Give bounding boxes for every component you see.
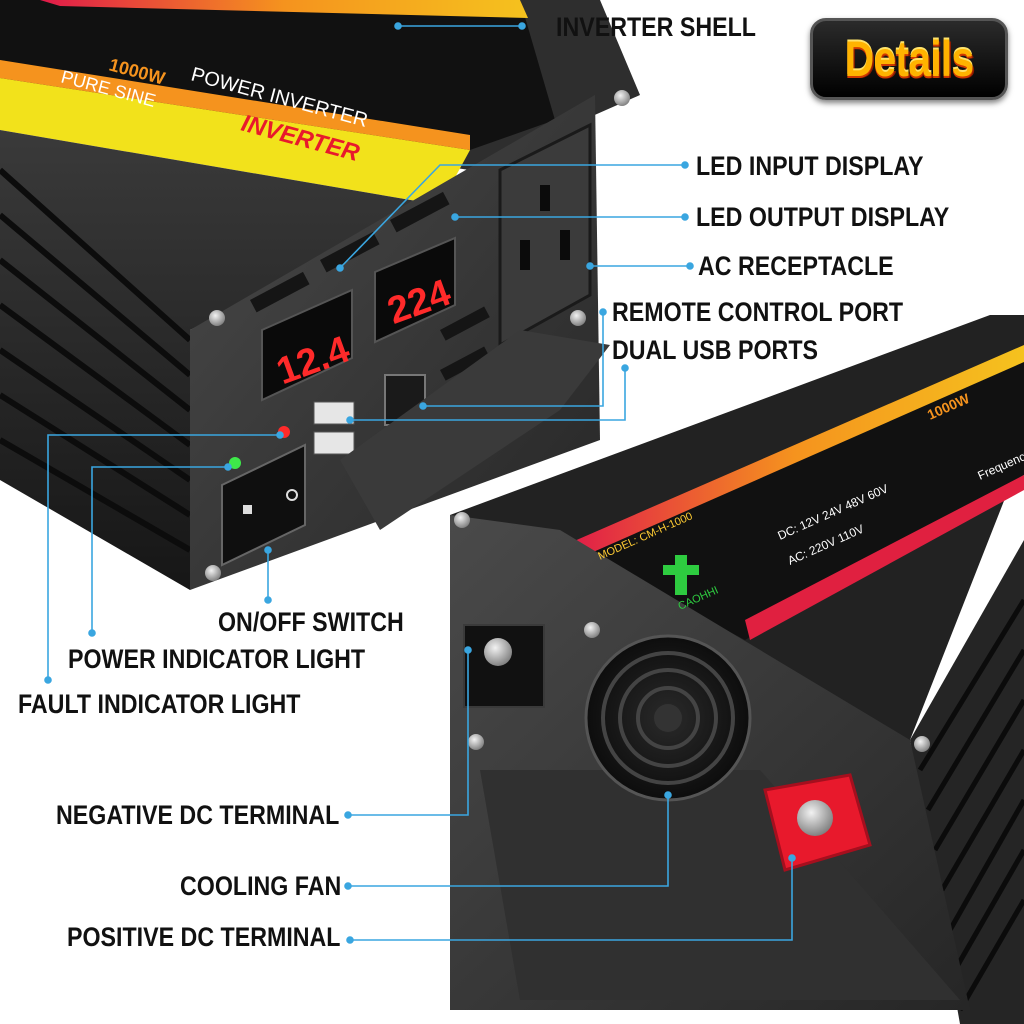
on-off-switch xyxy=(221,443,306,567)
label-ac-receptacle: AC RECEPTACLE xyxy=(698,251,894,281)
label-led-output-display: LED OUTPUT DISPLAY xyxy=(696,202,950,232)
label-inverter-shell: INVERTER SHELL xyxy=(556,12,756,42)
ac-receptacle xyxy=(498,122,592,348)
rear-unit-screws xyxy=(454,512,930,752)
front-unit-label-panel xyxy=(0,0,555,150)
led-input-display: 12.4 xyxy=(261,288,355,402)
dual-usb-ports xyxy=(313,401,355,455)
label-dual-usb-ports: DUAL USB PORTS xyxy=(612,335,818,365)
rear-unit-heat-fins xyxy=(917,598,1024,1012)
brand-logo xyxy=(663,555,699,595)
details-badge: Details xyxy=(810,18,1008,100)
label-positive-dc-terminal: POSITIVE DC TERMINAL xyxy=(67,922,341,952)
label-negative-dc-terminal: NEGATIVE DC TERMINAL xyxy=(56,800,340,830)
ac-receptacle-slots xyxy=(520,185,570,270)
cooling-fan xyxy=(584,634,752,802)
front-unit-orange-stripe xyxy=(0,60,470,150)
led-output-display: 224 xyxy=(374,236,456,344)
label-cooling-fan: COOLING FAN xyxy=(180,871,342,901)
label-fault-indicator-light: FAULT INDICATOR LIGHT xyxy=(18,689,301,719)
front-inverter-unit: 12.4 224 1000W POWER INVERTER P xyxy=(0,0,640,590)
rear-inverter-unit: CAOHHI MODEL: CM-H-1000 1000W DC: 12V 24… xyxy=(450,315,1024,1024)
label-led-input-display: LED INPUT DISPLAY xyxy=(696,151,924,181)
label-on-off-switch: ON/OFF SWITCH xyxy=(218,607,404,637)
positive-dc-terminal xyxy=(763,773,872,872)
callout-leader-lines xyxy=(44,22,796,944)
details-badge-text: Details xyxy=(844,31,975,87)
power-indicator-light xyxy=(229,457,241,469)
front-unit-heat-fins xyxy=(0,167,193,553)
front-unit-screws xyxy=(205,90,630,581)
rear-unit-top-stripe xyxy=(565,345,1024,560)
rear-unit-bottom-stripe xyxy=(745,475,1024,640)
front-unit-top-stripe xyxy=(40,0,528,18)
front-unit-mount-foot xyxy=(340,330,610,530)
rear-unit-mount-foot xyxy=(480,770,960,1000)
front-unit-yellow-stripe xyxy=(0,78,470,205)
front-unit-side-face xyxy=(0,130,440,590)
label-power-indicator-light: POWER INDICATOR LIGHT xyxy=(68,644,366,674)
negative-dc-terminal xyxy=(463,624,545,708)
label-remote-control-port: REMOTE CONTROL PORT xyxy=(612,297,904,327)
